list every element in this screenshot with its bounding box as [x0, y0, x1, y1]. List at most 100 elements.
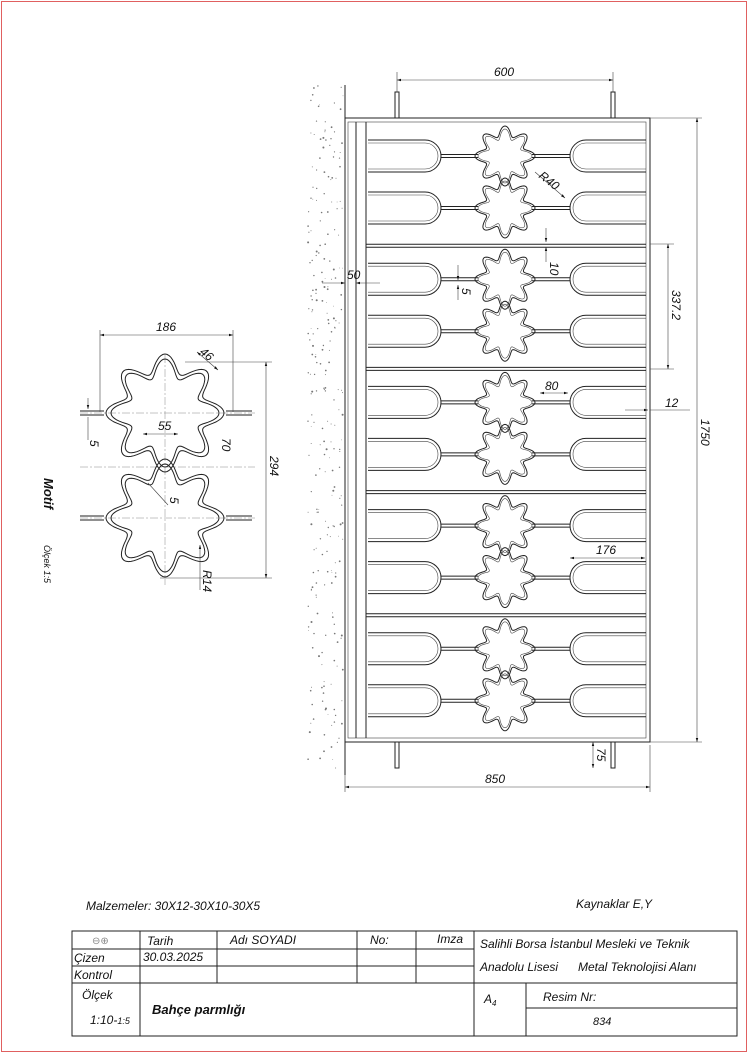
motif-lobe [474, 125, 536, 187]
wall-speck [332, 268, 335, 271]
wall-speck [315, 120, 318, 122]
wall-speck [333, 399, 335, 401]
wall-speck [307, 372, 309, 374]
motif-detail-lobe [105, 458, 225, 578]
left-loop-bar [368, 314, 442, 348]
wall-speck [334, 562, 336, 564]
motif-lobe [474, 495, 536, 557]
wall-speck [332, 759, 334, 760]
wall-speck [319, 444, 321, 446]
wall-speck [310, 295, 312, 297]
wall-speck [311, 686, 312, 688]
left-loop-bar [368, 509, 442, 543]
wall-speck [331, 201, 333, 203]
wall-speck [310, 426, 312, 427]
right-loop-bar [572, 389, 646, 416]
wall-speck [336, 208, 338, 210]
wall-speck [309, 373, 311, 375]
wall-speck [333, 448, 335, 450]
wall-speck [316, 612, 319, 615]
wall-speck [330, 138, 332, 140]
dim-bar-gap: 10 [547, 262, 561, 276]
wall-speck [321, 300, 324, 302]
motif-dim-neck: 55 [158, 419, 172, 433]
wall-speck [310, 230, 312, 232]
left-loop-bar [368, 142, 439, 170]
wall-speck [328, 349, 330, 351]
panel [366, 366, 646, 485]
projection-symbol: ⊖⊕ [92, 936, 109, 947]
wall-speck [308, 731, 311, 734]
wall-speck [327, 526, 329, 529]
wall-speck [312, 186, 314, 188]
wall-speck [342, 392, 343, 394]
left-loop-bar [368, 684, 442, 718]
wall-speck [339, 108, 342, 111]
wall-speck [310, 99, 312, 102]
wall-speck [321, 686, 323, 689]
wall-speck [331, 469, 334, 472]
wall-speck [311, 311, 313, 313]
wall-speck [324, 129, 326, 131]
wall-speck [310, 523, 313, 526]
post-bottom-right [610, 741, 616, 769]
wall-speck [313, 421, 315, 423]
wall-speck [333, 102, 335, 104]
date-header: Tarih [147, 934, 174, 948]
wall-speck [330, 683, 332, 685]
wall-speck [315, 594, 317, 596]
motif-dim-width: 186 [156, 320, 176, 334]
wall-speck [334, 229, 336, 231]
wall-speck [324, 278, 326, 279]
wall-speck [312, 198, 314, 200]
wall-speck [317, 105, 320, 108]
wall-speck [329, 457, 330, 459]
left-loop-bar [368, 437, 442, 471]
wall-speck [325, 139, 327, 141]
wall-speck [318, 252, 320, 254]
wall-speck [319, 468, 321, 470]
wall-speck [329, 144, 331, 146]
wall-speck [333, 659, 336, 662]
wall-speck [333, 486, 336, 488]
wall-speck [316, 199, 317, 201]
wall-speck [315, 254, 317, 257]
wall-speck [321, 348, 324, 351]
wall-speck [330, 179, 332, 181]
dim-overall-width: 850 [485, 772, 505, 786]
wall-speck [307, 332, 310, 335]
wall-speck [308, 308, 310, 310]
wall-speck [316, 187, 318, 190]
wall-speck [324, 374, 326, 376]
scale-value: 1:10-1:5 [90, 1013, 131, 1027]
wall-speck [324, 390, 327, 392]
right-loop-bar [572, 687, 646, 715]
wall-speck [319, 157, 321, 159]
wall-speck [336, 665, 338, 667]
motif-detail-lobe [105, 353, 225, 473]
left-loop-bar [368, 441, 439, 468]
railing-frame [344, 91, 651, 769]
wall-speck [309, 262, 311, 264]
wall-speck [341, 389, 343, 391]
motif-dim-height: 294 [267, 455, 281, 476]
wall-speck [325, 448, 328, 451]
motif-lobe [477, 621, 533, 677]
wall-speck [311, 586, 314, 589]
wall-speck [325, 520, 326, 522]
wall-speck [323, 387, 325, 389]
right-loop-bar [569, 262, 646, 296]
dim-loop-length: 176 [596, 543, 616, 557]
panel [368, 125, 646, 239]
wall-speck [308, 231, 310, 233]
wall-speck [310, 722, 312, 724]
right-loop-bar [572, 441, 646, 468]
motif-dim-tab: 70 [219, 438, 233, 452]
right-loop-bar [569, 509, 646, 543]
wall-speck [311, 299, 313, 301]
wall-speck [321, 280, 324, 283]
wall-speck [311, 259, 313, 262]
wall-speck [323, 453, 326, 456]
wall-speck [341, 504, 343, 506]
post-bottom-left [394, 741, 400, 769]
